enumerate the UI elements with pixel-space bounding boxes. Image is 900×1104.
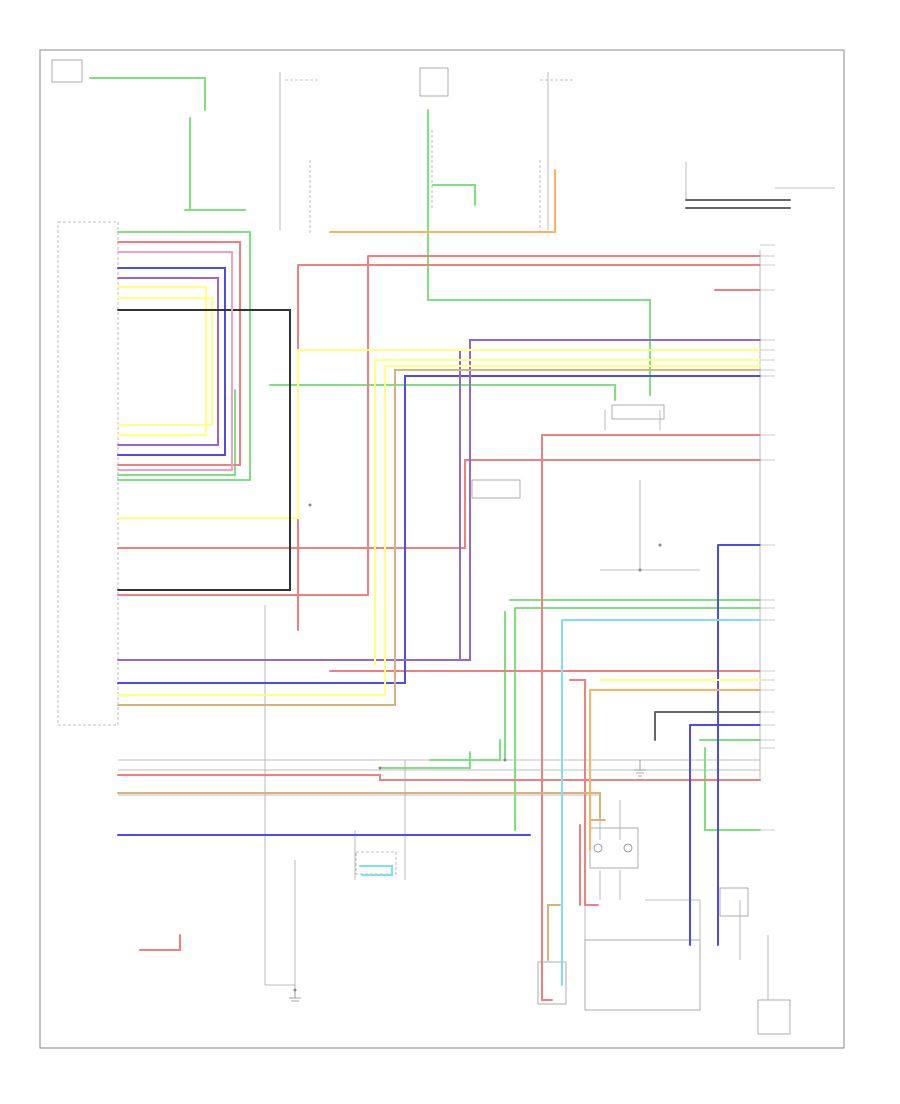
component-box — [355, 851, 397, 875]
wire-yellow — [117, 286, 761, 681]
wire-orange — [329, 169, 761, 851]
thin-wire — [118, 72, 835, 1000]
wire-red — [117, 434, 761, 1001]
wire-pink — [117, 251, 233, 471]
navigation-unit-outline — [57, 221, 119, 726]
wire-red — [117, 241, 761, 631]
component-box — [757, 999, 791, 1035]
component-box — [51, 59, 83, 83]
component-box — [589, 827, 639, 869]
wire-green — [89, 77, 251, 481]
wire-blue — [117, 267, 761, 946]
wire-black — [117, 309, 291, 591]
wire-green — [117, 384, 616, 769]
junction-dots — [293, 503, 662, 992]
component-box — [419, 67, 449, 97]
wire-red — [117, 774, 761, 906]
right-connector-pins — [760, 244, 775, 831]
component-box — [719, 887, 749, 917]
ground-symbols — [289, 760, 646, 1002]
wire-yellow — [117, 297, 761, 696]
component-box — [584, 939, 701, 1011]
wire-tan — [117, 369, 761, 961]
component-box — [537, 961, 567, 1005]
component-box — [611, 404, 665, 420]
wire-dark — [654, 199, 791, 741]
diagram-frame — [39, 49, 845, 1049]
wire-cyan — [359, 619, 761, 986]
connector-dash — [285, 79, 575, 235]
wire-green — [427, 109, 651, 396]
component-box — [471, 479, 521, 499]
wire-green — [504, 599, 761, 831]
